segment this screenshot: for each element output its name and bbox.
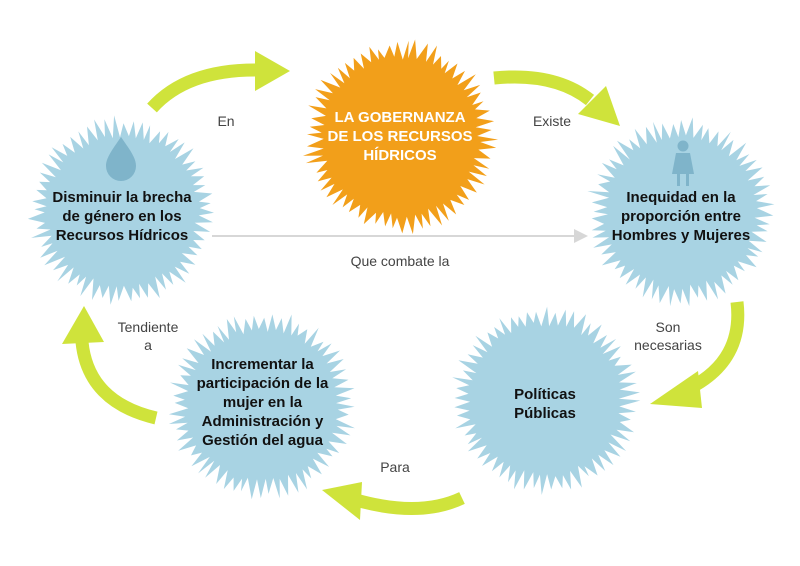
- edge-label-existe: Existe: [532, 113, 572, 129]
- edge-label-son-necesarias: Son necesarias: [634, 319, 702, 353]
- arrow-inequity-to-policies: [686, 301, 745, 394]
- water-drop-icon: [106, 137, 136, 181]
- node-inequity-label: Inequidad en la proporción entre Hombres…: [611, 188, 751, 244]
- arrow-policies-to-participation: [354, 492, 465, 516]
- arrow-governance-to-inequity: [493, 70, 595, 106]
- arrow-head-inequity-to-policies: [650, 371, 702, 408]
- node-policies-shape: [452, 306, 641, 495]
- arrow-head-gap-to-governance: [255, 51, 290, 91]
- arrow-head-policies-to-participation: [322, 482, 362, 520]
- woman-icon: [672, 140, 694, 186]
- connector-gap-to-inequity: [212, 229, 588, 243]
- node-inequity-shape: [587, 117, 775, 307]
- node-gap: Disminuir la brecha de género en los Rec…: [40, 184, 204, 248]
- edge-label-tendiente-a: Tendiente a: [117, 319, 179, 353]
- node-participation-shape: [168, 314, 355, 500]
- arrow-gap-to-governance: [147, 63, 256, 113]
- node-gap-label: Disminuir la brecha de género en los Rec…: [52, 188, 192, 244]
- node-policies: Políticas Públicas: [470, 382, 620, 426]
- edge-label-para: Para: [380, 459, 410, 475]
- node-inequity: Inequidad en la proporción entre Hombres…: [596, 184, 766, 248]
- edge-label-en: En: [217, 113, 235, 129]
- node-gap-shape: [27, 115, 215, 305]
- node-governance-shape: [303, 39, 499, 235]
- arrow-head-participation-to-gap: [62, 306, 104, 344]
- node-governance-label: LA GOBERNANZA DE LOS RECURSOS HÍDRICOS: [327, 108, 473, 164]
- arrow-head-governance-to-inequity: [578, 86, 620, 126]
- node-governance: LA GOBERNANZA DE LOS RECURSOS HÍDRICOS: [300, 98, 500, 174]
- edge-label-que-combate-la: Que combate la: [350, 253, 450, 269]
- node-participation-label: Incrementar la participación de la mujer…: [196, 355, 329, 449]
- node-participation: Incrementar la participación de la mujer…: [170, 352, 355, 452]
- node-policies-label: Políticas Públicas: [514, 386, 576, 422]
- arrow-participation-to-gap: [75, 341, 158, 425]
